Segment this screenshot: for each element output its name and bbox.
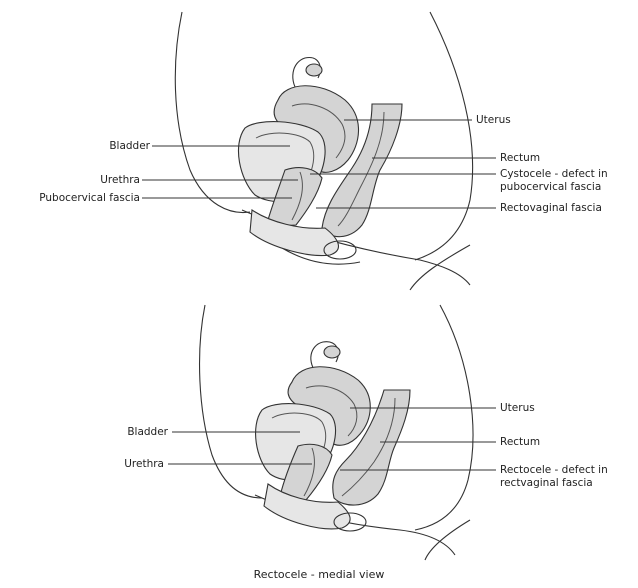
figure-caption: Rectocele - medial view xyxy=(0,568,638,581)
bottom-label-rectocele-line1: Rectocele - defect in xyxy=(500,464,608,476)
top-body-outline xyxy=(175,12,250,213)
bottom-body-outline xyxy=(200,305,262,498)
bottom-label-rectocele-line2: rectvaginal fascia xyxy=(500,477,593,489)
top-label-cystocele-line1: Cystocele - defect in xyxy=(500,168,608,180)
bottom-label-uterus: Uterus xyxy=(500,402,535,414)
top-label-rectovaginal-fascia: Rectovaginal fascia xyxy=(500,202,602,214)
top-anatomy xyxy=(142,12,496,290)
top-label-urethra: Urethra xyxy=(50,174,140,186)
top-label-pubocervical-fascia: Pubocervical fascia xyxy=(0,192,140,204)
top-label-rectum: Rectum xyxy=(500,152,540,164)
top-back-outline xyxy=(415,12,473,260)
bottom-label-rectum: Rectum xyxy=(500,436,540,448)
bottom-anatomy xyxy=(168,305,496,560)
bottom-back-outline xyxy=(415,305,473,530)
bottom-label-urethra: Urethra xyxy=(76,458,164,470)
top-label-cystocele-line2: pubocervical fascia xyxy=(500,181,601,193)
top-label-bladder: Bladder xyxy=(60,140,150,152)
bottom-label-bladder: Bladder xyxy=(80,426,168,438)
top-label-uterus: Uterus xyxy=(476,114,511,126)
